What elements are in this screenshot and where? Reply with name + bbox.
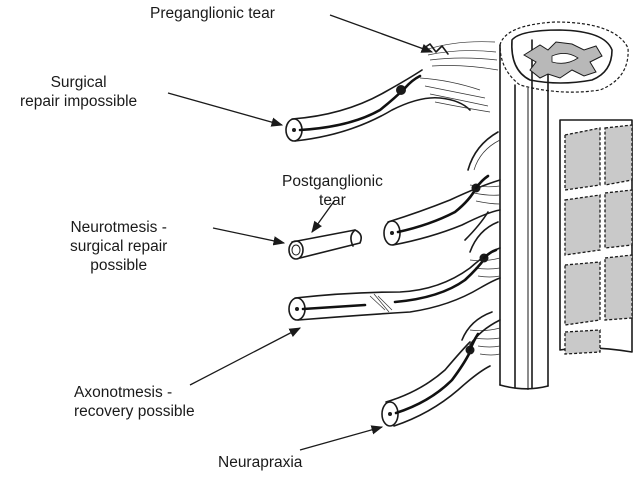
nerve-root-axonotmesis: [288, 211, 501, 321]
label-postganglionic-tear: Postganglionic tear: [282, 173, 383, 209]
arrow-preganglionic: [329, 14, 434, 53]
nerve-root-postganglionic: [288, 131, 501, 260]
label-neurotmesis: Neurotmesis - surgical repair possible: [70, 219, 168, 274]
nerve-root-preganglionic: [285, 41, 499, 142]
spinal-cord: [499, 21, 633, 390]
arrow-neurapraxia: [299, 425, 384, 451]
label-surgical-repair-impossible: Surgical repair impossible: [20, 74, 138, 110]
arrow-axonotmesis: [189, 327, 302, 386]
label-neurapraxia: Neurapraxia: [218, 454, 303, 471]
pointer-arrows: [167, 14, 434, 451]
arrow-neurotmesis: [212, 227, 286, 246]
arrow-postganglionic: [311, 199, 336, 233]
label-preganglionic-tear: Preganglionic tear: [150, 5, 275, 22]
arrow-surgical-repair-impossible: [167, 92, 284, 127]
label-axonotmesis: Axonotmesis - recovery possible: [74, 384, 195, 420]
nerve-root-neurapraxia: [381, 311, 501, 427]
